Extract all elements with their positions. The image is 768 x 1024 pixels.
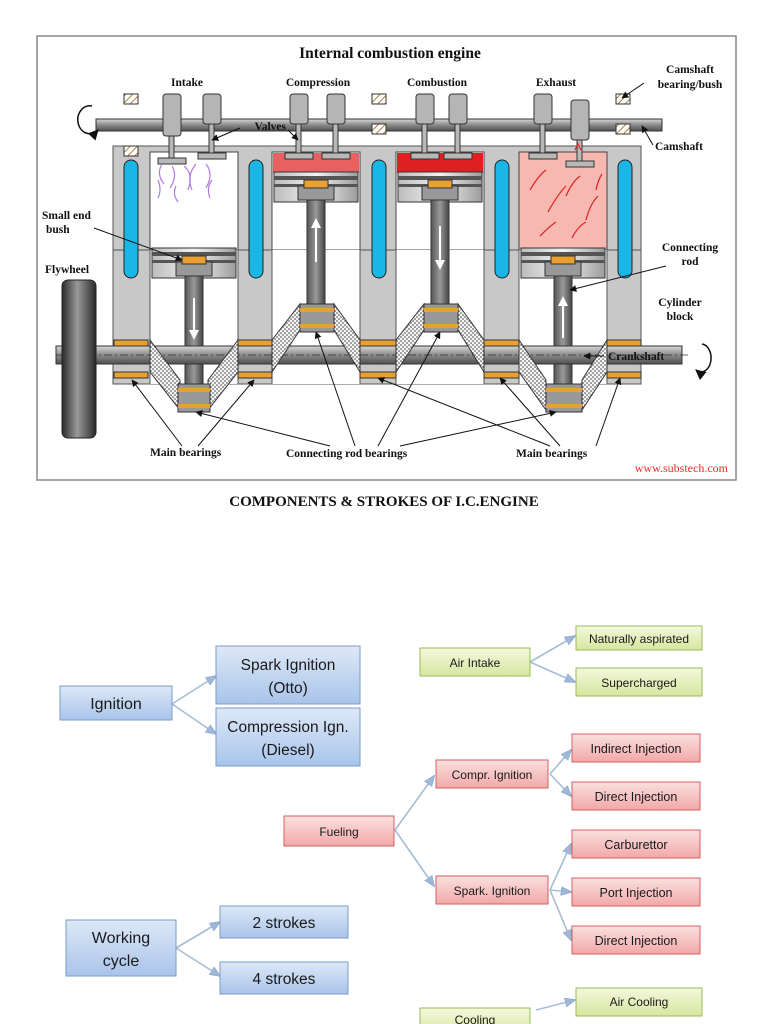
- connecting-rod-label-line1: Connecting: [662, 242, 718, 254]
- spark-ignition-fuel-node: Spark. Ignition: [435, 875, 549, 905]
- indirect-injection-label: Indirect Injection: [590, 742, 681, 756]
- main-bearings-left-label: Main bearings: [150, 447, 222, 459]
- figure-caption: COMPONENTS & STROKES OF I.C.ENGINE: [229, 494, 539, 510]
- working-cycle-line2: cycle: [103, 953, 140, 970]
- compression-ignition-diesel-node: Compression Ign. (Diesel): [215, 707, 361, 767]
- small-end-label-line1: Small end: [42, 210, 91, 222]
- supercharged-label: Supercharged: [601, 676, 676, 690]
- working-cycle-node: Working cycle: [65, 919, 177, 977]
- stroke-label-exhaust: Exhaust: [536, 77, 576, 89]
- four-strokes-label: 4 strokes: [253, 971, 316, 988]
- compression-ignition-line1: Compression Ign.: [227, 719, 348, 736]
- spark-ignition-otto-node: Spark Ignition (Otto): [215, 645, 361, 705]
- spark-ignition-line1: Spark Ignition: [241, 657, 336, 674]
- small-end-label-line2: bush: [46, 224, 70, 236]
- stroke-label-compression: Compression: [286, 77, 351, 89]
- carburettor-node: Carburettor: [571, 829, 701, 859]
- air-intake-label: Air Intake: [450, 656, 501, 670]
- engine-diagram: Internal combustion engine Intake Compre…: [36, 35, 737, 481]
- working-cycle-line1: Working: [92, 930, 150, 947]
- ignition-label: Ignition: [90, 696, 142, 713]
- supercharged-node: Supercharged: [575, 667, 703, 697]
- camshaft-bearing-label-line2: bearing/bush: [658, 79, 723, 91]
- direct-injection-label-2: Direct Injection: [595, 934, 678, 948]
- port-injection-label: Port Injection: [600, 886, 673, 900]
- air-cooling-label: Air Cooling: [610, 995, 669, 1009]
- compr-ignition-node: Compr. Ignition: [435, 759, 549, 789]
- ignition-node: Ignition: [59, 685, 173, 721]
- flywheel-label: Flywheel: [45, 264, 89, 276]
- direct-injection-node-1: Direct Injection: [571, 781, 701, 811]
- engine-title: Internal combustion engine: [299, 45, 481, 62]
- crankshaft-label: Crankshaft: [608, 351, 664, 363]
- spark-ignition-fuel-label: Spark. Ignition: [454, 884, 531, 898]
- compression-ignition-line2: (Diesel): [261, 742, 314, 759]
- indirect-injection-node: Indirect Injection: [571, 733, 701, 763]
- cylinder-block-label-line1: Cylinder: [658, 297, 701, 309]
- cooling-node: Cooling: [419, 1007, 531, 1024]
- air-cooling-node: Air Cooling: [575, 987, 703, 1017]
- flywheel: [61, 279, 97, 439]
- direct-injection-label-1: Direct Injection: [595, 790, 678, 804]
- two-strokes-node: 2 strokes: [219, 905, 349, 939]
- air-intake-node: Air Intake: [419, 647, 531, 677]
- naturally-aspirated-node: Naturally aspirated: [575, 625, 703, 651]
- camshaft: [77, 93, 663, 157]
- camshaft-label: Camshaft: [655, 141, 703, 153]
- stroke-label-combustion: Combustion: [407, 77, 468, 89]
- intake-flow-icon: [157, 163, 213, 203]
- carburettor-label: Carburettor: [604, 838, 667, 852]
- direct-injection-node-2: Direct Injection: [571, 925, 701, 955]
- port-injection-node: Port Injection: [571, 877, 701, 907]
- valves-label: Valves: [254, 121, 286, 133]
- four-strokes-node: 4 strokes: [219, 961, 349, 995]
- tree-connectors: [171, 636, 575, 1011]
- pistons: [151, 171, 606, 279]
- crankshaft: [55, 302, 712, 413]
- spark-ignition-line2: (Otto): [268, 680, 308, 697]
- cooling-label: Cooling: [455, 1013, 496, 1024]
- credit-text: www.substech.com: [635, 461, 729, 475]
- fueling-label: Fueling: [319, 825, 358, 839]
- connecting-rod-label-line2: rod: [681, 256, 699, 268]
- two-strokes-label: 2 strokes: [253, 915, 316, 932]
- fueling-node: Fueling: [283, 815, 395, 847]
- leader-lines: [93, 82, 667, 447]
- cylinder-block-label-line2: block: [667, 311, 694, 323]
- connecting-rod-bearings-label: Connecting rod bearings: [286, 448, 408, 460]
- compr-ignition-label: Compr. Ignition: [452, 768, 533, 782]
- classification-tree: Ignition Spark Ignition (Otto) Compressi…: [59, 625, 703, 1024]
- naturally-aspirated-label: Naturally aspirated: [589, 632, 689, 646]
- stroke-label-intake: Intake: [171, 77, 203, 89]
- camshaft-bearing-label-line1: Camshaft: [666, 64, 714, 76]
- exhaust-flow-icon: [529, 142, 603, 239]
- main-bearings-right-label: Main bearings: [516, 448, 588, 460]
